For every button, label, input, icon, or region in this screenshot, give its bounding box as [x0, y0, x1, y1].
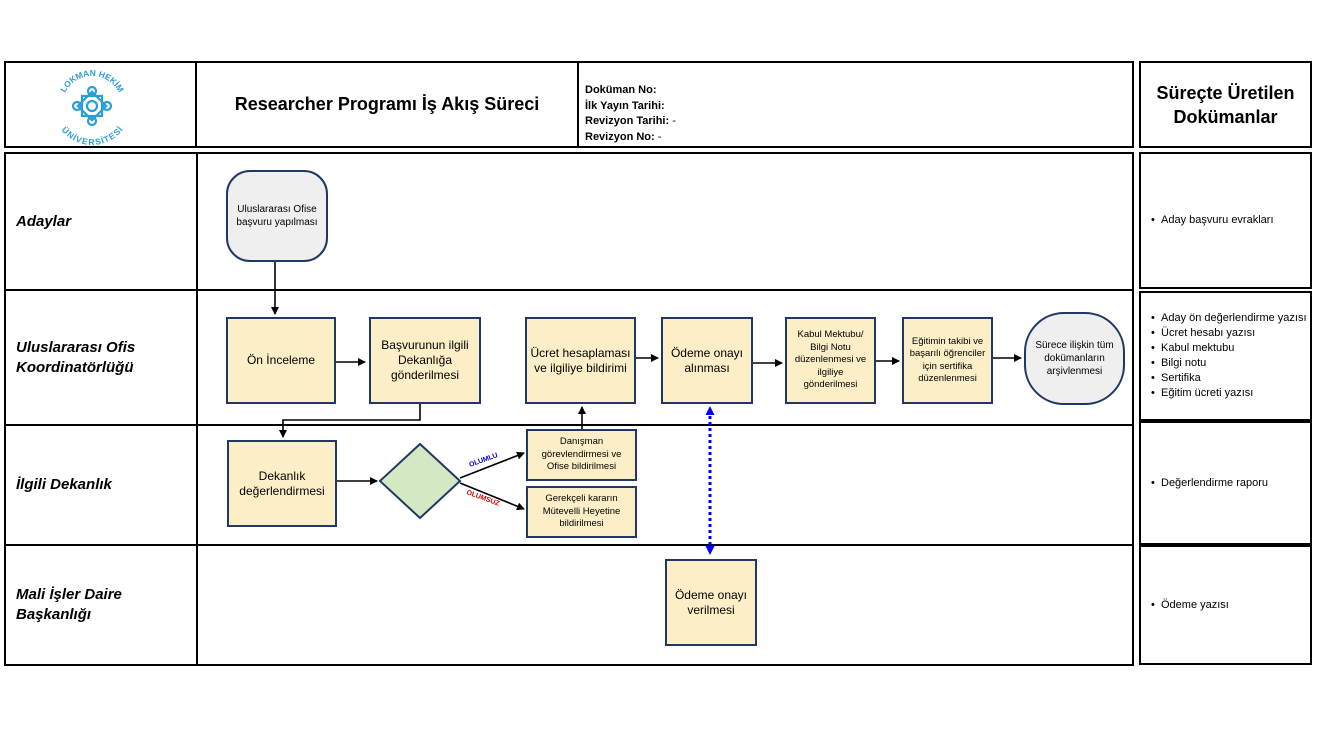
meta-row-revision-no: Revizyon No: -	[585, 130, 662, 143]
docs-uluslararasi-ofis: Aday ön değerlendirme yazısı Ücret hesab…	[1139, 291, 1312, 421]
svg-text:LOKMAN HEKİM: LOKMAN HEKİM	[58, 68, 126, 94]
lane-label-mali-isler: Mali İşler Daire Başkanlığı	[16, 586, 122, 623]
docs-adaylar: Aday başvuru evrakları	[1139, 152, 1312, 289]
doc-item: Sertifika	[1151, 371, 1307, 386]
logo-text-top: LOKMAN HEKİM	[58, 68, 126, 94]
doc-item: Bilgi notu	[1151, 356, 1307, 371]
doc-item: Değerlendirme raporu	[1151, 476, 1268, 491]
logo-text-bottom: ÜNİVERSİTESİ	[60, 125, 125, 147]
svg-text:ÜNİVERSİTESİ: ÜNİVERSİTESİ	[60, 125, 125, 146]
process-basvuru-gonderim: Başvurunun ilgili Dekanlığa gönderilmesi	[369, 317, 481, 404]
docs-ilgili-dekanlik: Değerlendirme raporu	[1139, 421, 1312, 545]
document-meta: Doküman No: İlk Yayın Tarihi: Revizyon T…	[579, 63, 879, 146]
docs-mali-isler: Ödeme yazısı	[1139, 545, 1312, 665]
side-header: Süreçte Üretilen Dokümanlar	[1139, 61, 1312, 148]
doc-item: Eğitim ücreti yazısı	[1151, 386, 1307, 401]
university-logo: LOKMAN HEKİM ÜNİVERSİTESİ	[52, 66, 132, 147]
meta-row-doc-no: Doküman No:	[585, 84, 657, 96]
lane-label-ilgili-dekanlik: İlgili Dekanlık	[16, 476, 112, 493]
process-egitim: Eğitimin takibi ve başarılı öğrenciler i…	[902, 317, 993, 404]
header-divider-2	[577, 61, 579, 148]
end-terminal: Sürece ilişkin tüm dokümanların arşivlen…	[1024, 312, 1125, 405]
lane-label-adaylar: Adaylar	[16, 212, 72, 230]
header-divider-1	[195, 61, 197, 148]
doc-item: Aday ön değerlendirme yazısı	[1151, 311, 1307, 326]
meta-row-revision-date: Revizyon Tarihi: -	[585, 115, 676, 127]
process-odeme-verilmesi: Ödeme onayı verilmesi	[665, 559, 757, 646]
doc-item: Kabul mektubu	[1151, 341, 1307, 356]
lane-divider-3	[4, 544, 1134, 546]
header-frame	[4, 61, 1134, 148]
process-odeme-onayi: Ödeme onayı alınması	[661, 317, 753, 404]
doc-item: Ödeme yazısı	[1151, 598, 1229, 613]
lane-divider-1	[4, 289, 1134, 291]
process-gerekceli: Gerekçeli kararın Mütevelli Heyetine bil…	[526, 486, 637, 538]
process-danisman: Danışman görevlendirmesi ve Ofise bildir…	[526, 429, 637, 481]
start-terminal: Uluslararası Ofise başvuru yapılması	[226, 170, 328, 262]
lane-label-divider	[196, 152, 198, 666]
lane-label-uluslararasi-ofis: Uluslararası Ofis Koordinatörlüğü	[16, 338, 136, 376]
document-title: Researcher Programı İş Akış Süreci	[234, 94, 540, 114]
process-ucret: Ücret hesaplaması ve ilgiliye bildirimi	[525, 317, 636, 404]
process-kabul: Kabul Mektubu/ Bilgi Notu düzenlenmesi v…	[785, 317, 876, 404]
process-on-inceleme: Ön İnceleme	[226, 317, 336, 404]
process-dekanlik: Dekanlık değerlendirmesi	[227, 440, 337, 527]
meta-row-first-publish: İlk Yayın Tarihi:	[585, 99, 665, 112]
lane-divider-2	[4, 424, 1134, 426]
swimlane-frame	[4, 152, 1134, 666]
doc-item: Aday başvuru evrakları	[1151, 213, 1274, 228]
doc-item: Ücret hesabı yazısı	[1151, 326, 1307, 341]
